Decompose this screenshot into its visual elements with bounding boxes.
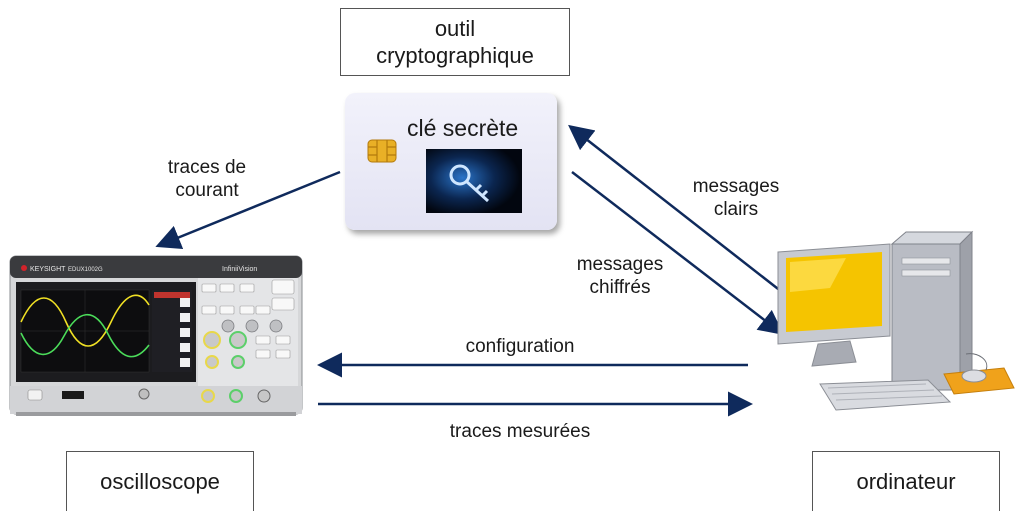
label-traces-courant: traces de courant bbox=[167, 157, 247, 201]
signal-green bbox=[20, 313, 150, 358]
label-traces-mesurees: traces mesurées bbox=[449, 421, 591, 442]
label-messages-clairs: messages clairs bbox=[692, 176, 780, 220]
ordinateur-box: ordinateur bbox=[812, 451, 1000, 511]
oscilloscope-device: KEYSIGHT EDUX1002G InfiniiVision bbox=[9, 255, 303, 416]
signal-yellow bbox=[20, 294, 150, 347]
osc-brand: KEYSIGHT bbox=[30, 266, 66, 273]
smart-card: clé secrète bbox=[345, 93, 557, 230]
computer-device bbox=[777, 230, 1015, 411]
arrow-messages-chiffres bbox=[571, 171, 784, 336]
osc-model: EDUX1002G bbox=[68, 267, 103, 273]
osc-series: InfiniiVision bbox=[222, 266, 257, 273]
card-label: clé secrète bbox=[407, 115, 519, 141]
key-icon bbox=[426, 149, 522, 213]
oscilloscope-label: oscilloscope bbox=[100, 468, 220, 494]
arrow-messages-clairs bbox=[568, 124, 783, 293]
chip-icon bbox=[367, 139, 397, 163]
title-text: outil cryptographique bbox=[376, 16, 534, 68]
arrow-traces-courant bbox=[155, 170, 341, 250]
ordinateur-label: ordinateur bbox=[856, 468, 956, 494]
oscilloscope-box: oscilloscope bbox=[66, 451, 254, 511]
label-messages-chiffres: messages chiffrés bbox=[576, 254, 664, 298]
label-configuration: configuration bbox=[465, 336, 575, 357]
title-box: outil cryptographique bbox=[340, 8, 570, 76]
